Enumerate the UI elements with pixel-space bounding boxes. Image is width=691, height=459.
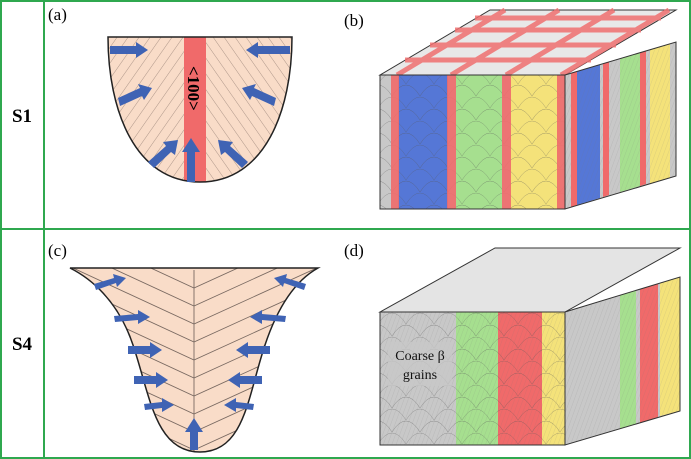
arrow-icon: [236, 342, 270, 358]
panel-d: (d) Coarse β grains: [344, 241, 682, 446]
arrow-icon: [228, 372, 262, 388]
panel-a: (a) <100>: [48, 5, 293, 183]
arrow-icon: [118, 84, 152, 106]
arrow-icon: [134, 372, 168, 388]
arrow-icon: [114, 310, 150, 324]
panel-b: (b): [344, 7, 678, 210]
grains-label: grains: [403, 368, 437, 383]
heat-flow-arrows-a: [110, 42, 290, 182]
panel-c-label: (c): [48, 241, 67, 260]
arrow-icon: [182, 138, 200, 182]
heat-flow-arrows-c: [94, 274, 306, 450]
arrow-icon: [246, 42, 290, 58]
row-label-s1: S1: [12, 106, 32, 127]
block-b-front: [380, 75, 565, 209]
arrow-icon: [128, 342, 162, 358]
panel-a-label: (a): [48, 5, 67, 24]
panel-c: (c): [48, 241, 321, 453]
top-grain-grid: [395, 7, 671, 78]
block-d-side: [565, 277, 680, 445]
coarse-beta-label: Coarse β: [395, 349, 445, 364]
arrow-icon: [224, 398, 254, 412]
arrow-icon: [110, 42, 148, 58]
arrow-icon: [144, 398, 174, 412]
panel-b-label: (b): [344, 11, 364, 30]
arrow-icon: [242, 84, 276, 106]
melt-pool-a-outline: [107, 36, 293, 183]
arrow-icon: [250, 310, 286, 324]
arrow-icon: [218, 140, 248, 168]
arrow-icon: [185, 418, 203, 450]
block-b-side: [565, 42, 676, 209]
arrow-icon: [274, 274, 306, 290]
panel-d-label: (d): [344, 241, 364, 260]
direction-label-100: <100>: [184, 66, 203, 111]
arrow-icon: [94, 274, 126, 290]
arrow-icon: [148, 140, 178, 168]
block-d-front: [380, 312, 565, 445]
row-label-s4: S4: [12, 334, 33, 355]
